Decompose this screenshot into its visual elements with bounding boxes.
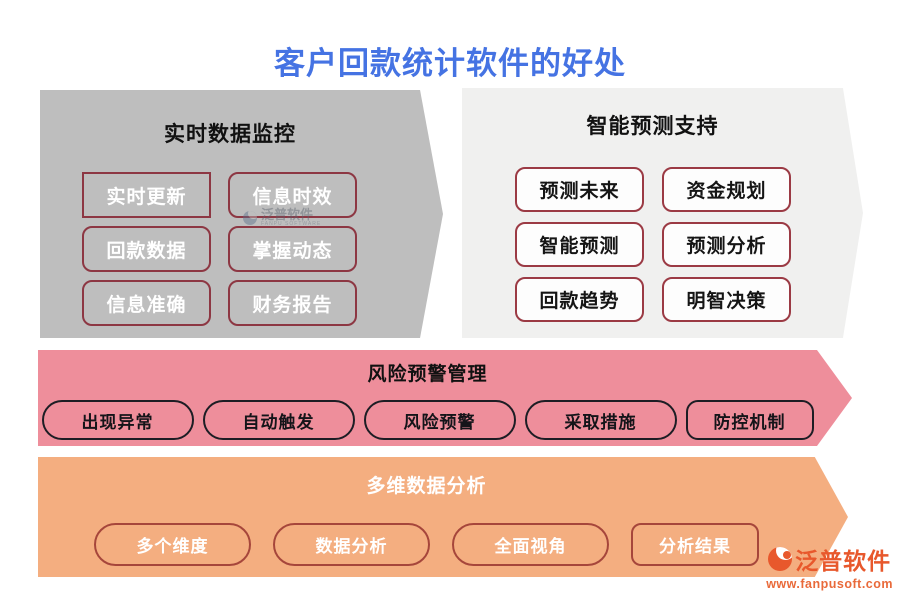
risk-pill-row: 出现异常 自动触发 风险预警 采取措施 防控机制	[38, 400, 852, 440]
section-title-realtime-monitoring: 实时数据监控	[164, 123, 296, 146]
feature-pill-auto-trigger: 自动触发	[202, 400, 355, 440]
feature-button-financial-report: 财务报告	[228, 280, 357, 326]
section-title-risk-warning: 风险预警管理	[367, 364, 488, 385]
monitor-button-grid: 实时更新 信息时效 回款数据 掌握动态 信息准确 财务报告	[82, 172, 357, 326]
fanpu-crescent-icon	[768, 547, 793, 571]
section-smart-prediction: 智能预测支持 预测未来 资金规划 智能预测 预测分析 回款趋势 明智决策	[462, 88, 863, 338]
feature-pill-take-measures: 采取措施	[524, 400, 677, 440]
fanpu-logo-url: www.fanpusoft.com	[766, 577, 893, 591]
feature-pill-full-perspective: 全面视角	[452, 523, 609, 566]
feature-pill-data-analysis: 数据分析	[273, 523, 430, 566]
feature-button-wise-decision: 明智决策	[662, 277, 791, 322]
section-realtime-monitoring: 实时数据监控 实时更新 信息时效 回款数据 掌握动态 信息准确 财务报告 泛普软…	[40, 90, 443, 338]
feature-button-predict-analysis: 预测分析	[662, 222, 791, 267]
feature-pill-risk-alert: 风险预警	[363, 400, 516, 440]
feature-pill-analysis-result: 分析结果	[631, 523, 759, 566]
section-title-smart-prediction: 智能预测支持	[586, 115, 719, 138]
section-multidim-analysis: 多维数据分析 多个维度 数据分析 全面视角 分析结果	[38, 457, 848, 577]
feature-button-payment-trend: 回款趋势	[515, 277, 644, 322]
fanpu-logo: 泛普软件 www.fanpusoft.com	[766, 542, 893, 591]
feature-pill-multiple-dimensions: 多个维度	[94, 523, 251, 566]
feature-pill-anomaly: 出现异常	[41, 400, 194, 440]
feature-button-payment-data: 回款数据	[82, 226, 211, 272]
feature-button-smart-predict: 智能预测	[515, 222, 644, 267]
feature-button-realtime-update: 实时更新	[82, 172, 211, 218]
multidim-pill-row: 多个维度 数据分析 全面视角 分析结果	[38, 523, 848, 566]
feature-button-info-timeliness: 信息时效	[228, 172, 357, 218]
page-title: 客户回款统计软件的好处	[274, 46, 626, 81]
feature-button-info-accuracy: 信息准确	[82, 280, 211, 326]
feature-button-grasp-dynamics: 掌握动态	[228, 226, 357, 272]
section-title-multidim-analysis: 多维数据分析	[366, 476, 487, 497]
feature-pill-control-mechanism: 防控机制	[685, 400, 814, 440]
predict-button-grid: 预测未来 资金规划 智能预测 预测分析 回款趋势 明智决策	[515, 167, 791, 322]
feature-button-fund-planning: 资金规划	[662, 167, 791, 212]
section-risk-warning: 风险预警管理 出现异常 自动触发 风险预警 采取措施 防控机制	[38, 350, 852, 446]
fanpu-logo-text: 泛普软件	[795, 548, 892, 574]
feature-button-predict-future: 预测未来	[515, 167, 644, 212]
